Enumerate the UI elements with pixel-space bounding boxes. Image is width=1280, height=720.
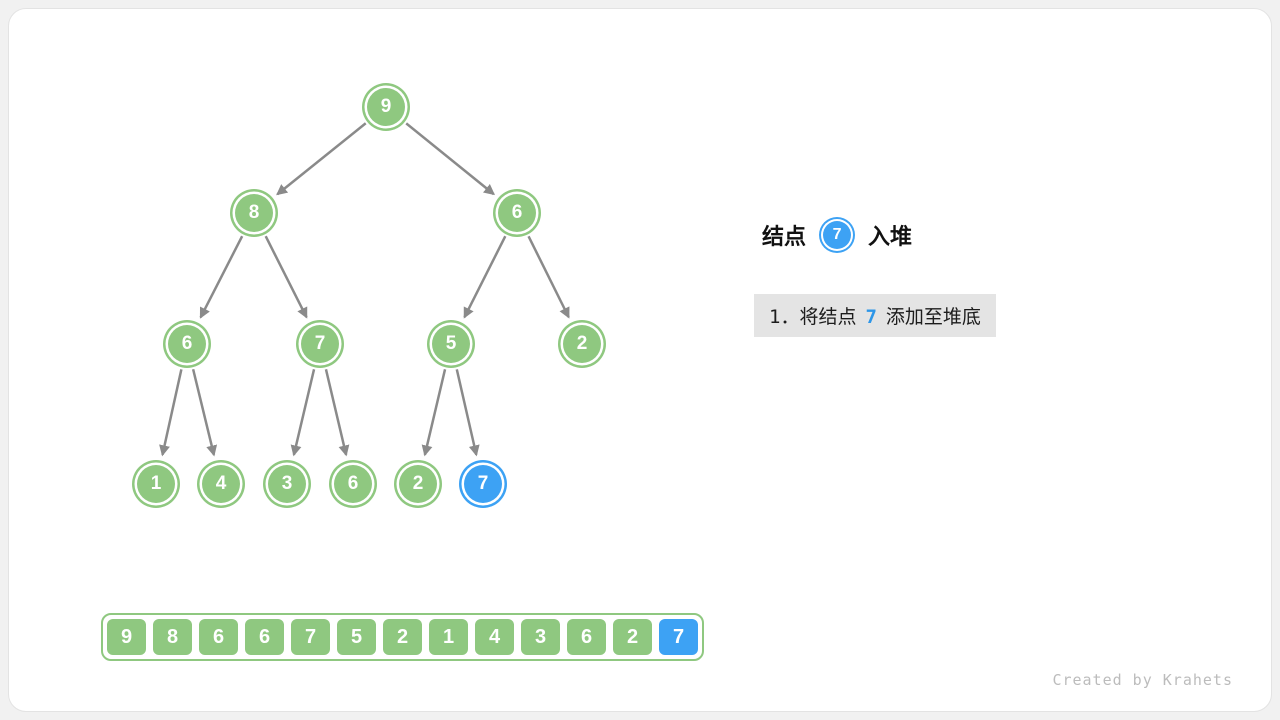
tree-edge (527, 235, 570, 319)
array-cell: 8 (153, 619, 192, 655)
tree-node: 6 (498, 194, 536, 232)
panel-title-suffix: 入堆 (868, 224, 913, 249)
tree-node: 8 (235, 194, 273, 232)
inline-node-badge: 7 (823, 221, 852, 249)
array-cell: 4 (475, 619, 514, 655)
watermark: Created by Krahets (1052, 671, 1233, 689)
tree-edge (290, 369, 316, 457)
tree-edge (405, 122, 495, 196)
tree-edge (264, 235, 308, 319)
tree-edge (421, 369, 447, 457)
array-cell: 6 (199, 619, 238, 655)
array-cell: 2 (383, 619, 422, 655)
tree-node: 4 (202, 465, 240, 503)
step-text-prefix: 1．将结点 (769, 306, 857, 328)
tree-edge (191, 368, 218, 457)
panel-title-prefix: 结点 (762, 224, 807, 249)
array-cell: 2 (613, 619, 652, 655)
tree-edge (324, 369, 350, 457)
tree-node: 2 (399, 465, 437, 503)
tree-edge (463, 235, 507, 319)
tree-node: 6 (334, 465, 372, 503)
array-cell: 6 (245, 619, 284, 655)
tree-node: 7 (464, 465, 502, 503)
step-value: 7 (865, 306, 877, 328)
array-cell: 7 (291, 619, 330, 655)
array-cell: 7 (659, 619, 698, 655)
tree-node: 2 (563, 325, 601, 363)
tree-node: 7 (301, 325, 339, 363)
tree-edge (159, 369, 183, 457)
tree-edges (159, 122, 570, 457)
tree-node: 3 (268, 465, 306, 503)
array-cell: 3 (521, 619, 560, 655)
panel-title: 结点 7 入堆 (762, 219, 912, 251)
step-box: 1．将结点 7 添加至堆底 (754, 294, 996, 337)
tree-edge (276, 122, 367, 196)
step-text-suffix: 添加至堆底 (885, 306, 981, 328)
tree-edge (199, 235, 244, 319)
tree-edge (455, 369, 480, 457)
tree-node: 1 (137, 465, 175, 503)
tree-node: 6 (168, 325, 206, 363)
array-cell: 6 (567, 619, 606, 655)
array-cell: 9 (107, 619, 146, 655)
array-cell: 5 (337, 619, 376, 655)
tree-node: 9 (367, 88, 405, 126)
tree-node: 5 (432, 325, 470, 363)
array-cell: 1 (429, 619, 468, 655)
